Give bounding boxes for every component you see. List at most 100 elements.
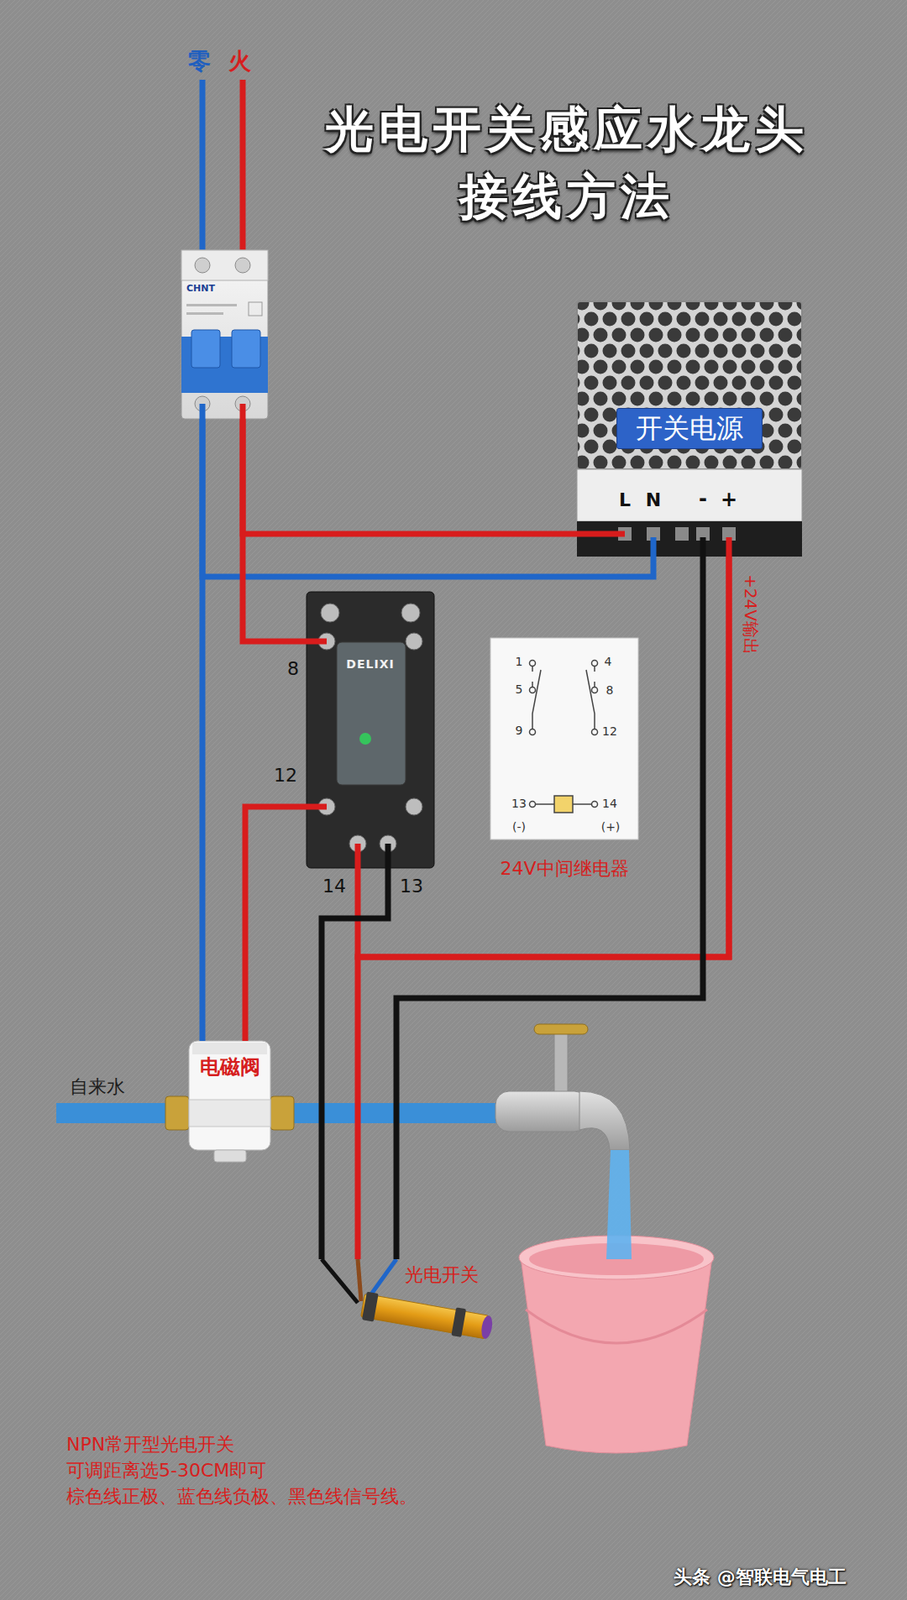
terminal-screw xyxy=(675,527,689,541)
diagram-title: 光电开关感应水龙头 接线方法 xyxy=(306,95,828,231)
terminal-number: 8 xyxy=(287,658,299,680)
pin-number: 12 xyxy=(602,724,618,739)
contact-point xyxy=(592,802,598,808)
sensor-lead xyxy=(321,1259,358,1304)
wire xyxy=(199,419,206,1042)
wire xyxy=(245,807,307,1042)
contact-point xyxy=(529,802,536,808)
relay-window xyxy=(336,642,406,786)
sensor-lead xyxy=(357,1259,362,1302)
breaker-print xyxy=(248,302,263,316)
device-label: 电磁阀 xyxy=(199,1056,261,1081)
wire-label: 零 xyxy=(188,47,211,74)
power-supply-mesh xyxy=(576,301,803,470)
wire xyxy=(396,556,703,1260)
wire xyxy=(242,419,307,642)
terminal-label: + xyxy=(720,488,738,513)
solenoid-valve: 电磁阀 xyxy=(188,1041,271,1151)
wire xyxy=(357,556,729,958)
wire-stub xyxy=(306,804,327,811)
bucket-body xyxy=(520,1258,713,1454)
water-stream xyxy=(606,1150,632,1260)
terminal-label: - xyxy=(698,487,708,512)
pin-number: 9 xyxy=(515,723,524,738)
brand-text: DELIXI xyxy=(346,657,394,672)
contact-point xyxy=(592,729,598,736)
terminal-label: L xyxy=(618,489,631,511)
pin-polarity: (+) xyxy=(601,820,621,834)
contact-point xyxy=(592,687,598,694)
note-text: 棕色线正极、蓝色线负极、黑色线信号线。 xyxy=(66,1486,418,1508)
contact-line xyxy=(593,681,596,688)
breaker-terminal-block xyxy=(181,250,268,281)
pin-polarity: (-) xyxy=(512,820,526,834)
pin-number: 1 xyxy=(515,655,524,669)
watermark: 头条 @智联电气电工 xyxy=(673,1567,847,1589)
breaker-handle xyxy=(191,330,221,368)
brand-text: CHNT xyxy=(186,283,215,295)
sensor-nut xyxy=(361,1292,379,1323)
terminal-screw xyxy=(401,603,420,623)
live-feed-wire xyxy=(240,79,247,251)
wire-stub xyxy=(576,531,625,538)
schematic-frame xyxy=(490,638,639,840)
solenoid-base xyxy=(214,1150,247,1163)
photoelectric-sensor xyxy=(360,1291,495,1343)
faucet-spout xyxy=(579,1091,630,1151)
breaker-handle xyxy=(231,330,261,368)
terminal-screw xyxy=(405,633,423,651)
schematic-caption: 24V中间继电器 xyxy=(499,858,629,880)
contact-point xyxy=(529,687,536,694)
terminal-screw xyxy=(320,603,340,623)
device-label: 光电开关 xyxy=(404,1264,479,1286)
wire xyxy=(357,556,729,1260)
intermediate-relay: DELIXI xyxy=(306,592,435,869)
wire-stub xyxy=(650,537,657,557)
pin-number: 14 xyxy=(602,796,618,811)
wire-stub xyxy=(199,403,206,420)
solenoid-cap xyxy=(192,1043,268,1055)
faucet-stem xyxy=(554,1032,568,1096)
wire-stub xyxy=(240,403,247,420)
sensor-barrel xyxy=(361,1294,490,1340)
pin-number: 5 xyxy=(515,682,524,697)
terminal-screw xyxy=(194,257,210,273)
terminal-screw xyxy=(235,257,251,273)
neutral-feed-wire xyxy=(199,79,206,251)
pin-number: 8 xyxy=(606,683,614,698)
terminal-number: 14 xyxy=(322,875,347,897)
relay-housing xyxy=(306,592,435,869)
note-text: NPN常开型光电开关 xyxy=(66,1434,235,1456)
note-text: 可调距离选5-30CM即可 xyxy=(66,1460,267,1482)
switch-blade xyxy=(586,670,595,730)
circuit-breaker: CHNT xyxy=(181,250,268,420)
solenoid-ring xyxy=(188,1100,271,1128)
power-supply-terminal-block xyxy=(576,521,803,557)
brass-fitting xyxy=(270,1096,294,1131)
faucet-body xyxy=(495,1091,588,1133)
coil-lead xyxy=(535,803,556,806)
sensor-lens xyxy=(479,1315,494,1341)
terminal-label: N xyxy=(645,489,661,511)
contact-line xyxy=(531,681,534,688)
terminal-screw xyxy=(405,798,423,816)
contact-line xyxy=(531,666,534,673)
sensor-nut xyxy=(450,1307,467,1338)
breaker-print xyxy=(186,304,237,307)
relay-symbol xyxy=(529,660,598,814)
coil-symbol xyxy=(554,796,573,813)
device-badge: 开关电源 xyxy=(616,408,763,450)
wire xyxy=(202,419,654,577)
contact-line xyxy=(593,666,596,673)
pipe-label: 自来水 xyxy=(69,1076,126,1098)
terminal-number: 13 xyxy=(399,875,424,897)
wire-stub xyxy=(726,537,733,557)
wire-label: 火 xyxy=(228,47,252,74)
wire xyxy=(242,419,577,535)
bucket-handle xyxy=(525,1310,708,1344)
brass-fitting xyxy=(165,1096,189,1131)
terminal-number: 12 xyxy=(273,765,298,787)
